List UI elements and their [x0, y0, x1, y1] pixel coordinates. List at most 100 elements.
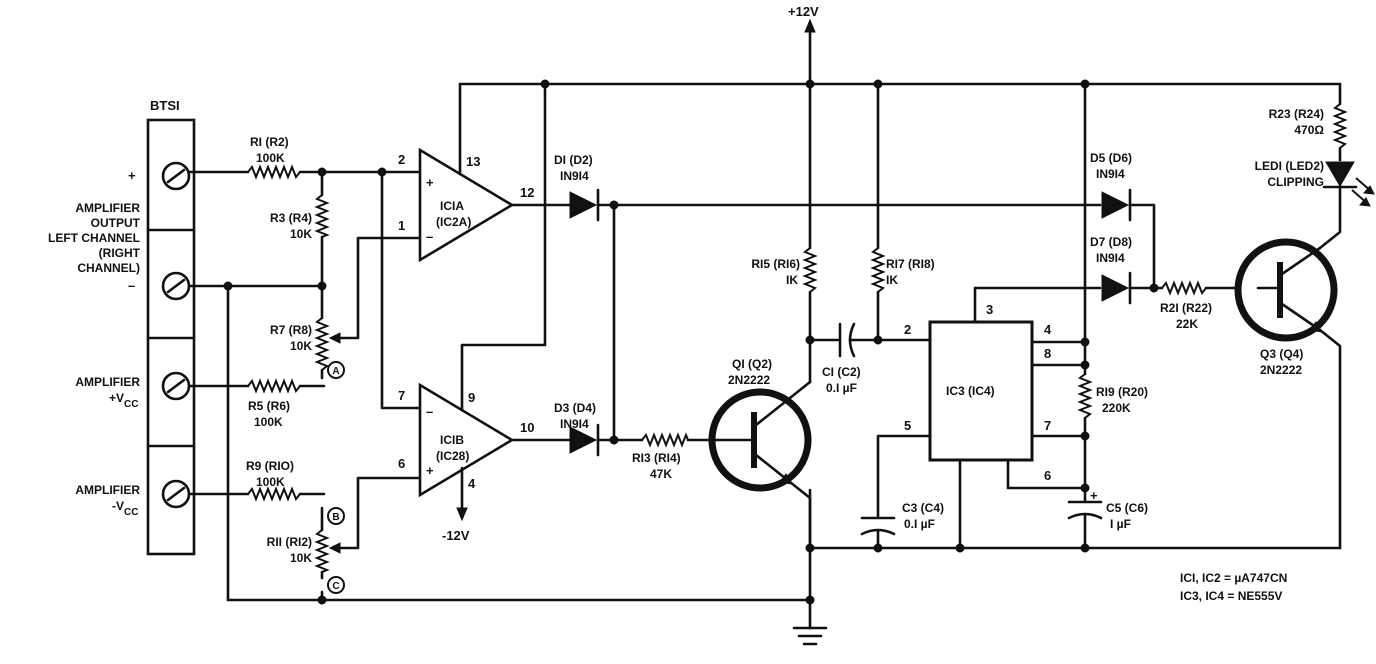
resistor-r15-value: IK	[786, 273, 798, 287]
test-point-c-label: C	[332, 581, 339, 592]
test-point-b-label: B	[332, 512, 339, 523]
capacitor-c3: C3 (C4) 0.I µF	[860, 501, 944, 550]
diode-d1-name: DI (D2)	[554, 153, 593, 167]
opamp-ic1a: + – ICIA (IC2A) 2 1 13 12	[398, 82, 572, 263]
resistor-r21-name: R2I (R22)	[1160, 301, 1212, 315]
opamp-b-pin-vee: 4	[468, 476, 476, 491]
resistor-r19-value: 220K	[1102, 401, 1131, 415]
input-label-line: OUTPUT	[91, 216, 141, 230]
diode-d3-type: IN9I4	[560, 417, 589, 431]
note-line: IC3, IC4 = NE555V	[1180, 589, 1282, 603]
transistor-q1: QI (Q2) 2N2222	[708, 357, 812, 550]
resistor-r13-name: RI3 (RI4)	[632, 451, 681, 465]
terminal-minus-label: –	[128, 278, 135, 293]
diode-d1-type: IN9I4	[560, 169, 589, 183]
timer-pin-7: 7	[1044, 418, 1051, 433]
diode-d1: DI (D2) IN9I4	[554, 153, 600, 222]
vcc-neg-line2: -V	[112, 499, 124, 513]
diode-d5-type: IN9I4	[1096, 167, 1125, 181]
detector-wires	[596, 203, 1102, 442]
vcc-pos-label: AMPLIFIER +V CC	[75, 375, 140, 410]
opamp-a-alt: (IC2A)	[436, 215, 471, 229]
resistor-r9-name: R9 (RIO)	[246, 459, 294, 473]
opamp-a-pin-out: 12	[520, 185, 534, 200]
resistor-r5-name: R5 (R6)	[248, 399, 290, 413]
resistor-r5: R5 (R6) 100K	[247, 378, 301, 429]
diode-d5: D5 (D6) IN9I4	[1090, 151, 1132, 222]
capacitor-c5-value: I µF	[1110, 517, 1131, 531]
transistor-q3-type: 2N2222	[1260, 363, 1302, 377]
potentiometer-r11: RII (RI2) 10K	[267, 529, 341, 573]
capacitor-c3-value: 0.I µF	[904, 517, 935, 531]
opamp-ic1b: – + ICIB (IC28) 7 6 9 4 10 -12V	[398, 82, 572, 543]
resistor-r13-value: 47K	[650, 467, 672, 481]
potentiometer-r7-value: 10K	[290, 339, 312, 353]
resistor-r19: RI9 (R20) 220K	[1077, 82, 1148, 502]
resistor-r3-name: R3 (R4)	[270, 211, 312, 225]
test-point-c: C	[327, 576, 345, 594]
resistor-r23: R23 (R24) 470Ω	[1269, 82, 1348, 162]
test-point-a: A	[327, 361, 345, 379]
resistor-r1-value: 100K	[256, 151, 285, 165]
ground-symbol	[792, 626, 828, 646]
opamp-b-pin-vcc: 9	[468, 390, 475, 405]
opamp-b-pin-out: 10	[520, 420, 534, 435]
vcc-pos-symbol: +V	[109, 391, 124, 405]
terminal-screw	[161, 371, 191, 401]
terminal-block-name: BTSI	[150, 98, 180, 113]
opamp-b-plus-symbol: +	[426, 463, 434, 478]
potentiometer-r7-name: R7 (R8)	[270, 323, 312, 337]
resistor-r21: R2I (R22) 22K	[1160, 280, 1212, 331]
resistor-r1-name: RI (R2)	[250, 135, 289, 149]
resistor-r15: RI5 (RI6) IK	[751, 82, 818, 384]
capacitor-c1-name: CI (C2)	[822, 365, 861, 379]
notes: ICI, IC2 = µA747CN IC3, IC4 = NE555V	[1180, 571, 1287, 603]
led-name: LEDI (LED2)	[1255, 159, 1324, 173]
terminal-screw	[161, 161, 191, 191]
capacitor-c5-name: C5 (C6)	[1106, 501, 1148, 515]
resistor-r17-name: RI7 (RI8)	[886, 257, 935, 271]
opamp-b-pin-minus: 7	[398, 388, 405, 403]
note-line: ICI, IC2 = µA747CN	[1180, 571, 1287, 585]
transistor-q3: Q3 (Q4) 2N2222	[1234, 184, 1342, 550]
transistor-q1-name: QI (Q2)	[732, 357, 772, 371]
junction-dots	[223, 79, 1159, 605]
resistor-r15-name: RI5 (RI6)	[751, 257, 800, 271]
opamp-a-minus-symbol: –	[426, 229, 433, 244]
vcc-neg-symbol: -V	[112, 499, 124, 513]
timer-ic3: IC3 (IC4) 2 3 4 8 7 5 6	[876, 286, 1102, 550]
opamp-a-pin-vcc: 13	[466, 154, 480, 169]
resistor-r1: RI (R2) 100K	[247, 135, 301, 180]
resistor-r21-value: 22K	[1176, 317, 1198, 331]
timer-pin-6: 6	[1044, 468, 1051, 483]
opamp-a-pin-plus: 2	[398, 152, 405, 167]
terminal-plus-label: +	[128, 168, 136, 183]
capacitor-c3-name: C3 (C4)	[902, 501, 944, 515]
timer-pin-4: 4	[1044, 322, 1052, 337]
vcc-pos-line2: +V	[109, 391, 124, 405]
resistor-r9-value: 100K	[256, 475, 285, 489]
input-wires	[187, 170, 422, 602]
led-label: CLIPPING	[1267, 175, 1324, 189]
resistor-r17: RI7 (RI8) IK	[870, 82, 935, 342]
vcc-neg-line1: AMPLIFIER	[75, 483, 140, 497]
capacitor-c5: + C5 (C6) I µF	[1067, 488, 1148, 550]
terminal-screw	[161, 479, 191, 509]
supply-pos-label: +12V	[788, 4, 819, 19]
vcc-neg-subscript: CC	[124, 507, 138, 518]
opamp-b-alt: (IC28)	[436, 449, 469, 463]
capacitor-c1-value: 0.I µF	[826, 381, 857, 395]
resistor-r23-value: 470Ω	[1294, 123, 1324, 137]
resistor-r19-name: RI9 (R20)	[1096, 385, 1148, 399]
capacitor-c5-polarity: +	[1090, 488, 1098, 503]
diode-d7: D7 (D8) IN9I4	[1090, 235, 1132, 305]
resistor-r17-value: IK	[886, 273, 898, 287]
resistor-r23-name: R23 (R24)	[1269, 107, 1324, 121]
terminal-screw	[161, 271, 191, 301]
vcc-pos-line1: AMPLIFIER	[75, 375, 140, 389]
diode-d7-name: D7 (D8)	[1090, 235, 1132, 249]
power-rails: +12V	[226, 4, 1342, 646]
diode-d5-name: D5 (D6)	[1090, 151, 1132, 165]
input-label-line: LEFT CHANNEL	[48, 231, 140, 245]
